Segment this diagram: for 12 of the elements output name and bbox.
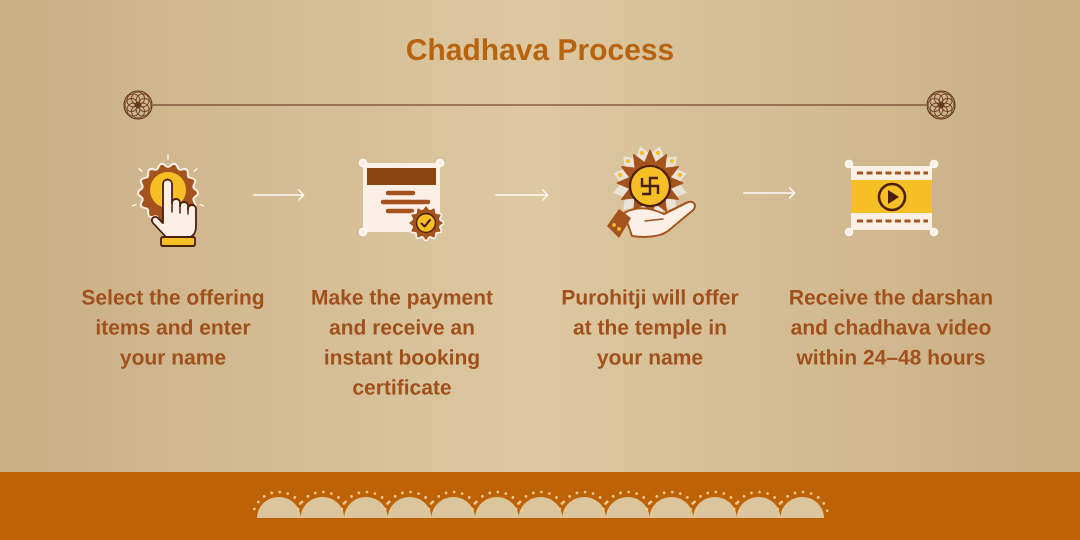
step-caption: Select the offering items and enter your name bbox=[82, 289, 264, 369]
step-caption: Receive the darshan and chadhava video within 24–48 hours bbox=[790, 289, 992, 365]
arrow bbox=[252, 188, 305, 202]
certificate-icon bbox=[358, 158, 445, 242]
title: Chadhava Process bbox=[407, 38, 673, 61]
arrow bbox=[494, 188, 549, 202]
step-caption: Make the payment and receive an instant booking certificate bbox=[312, 289, 493, 395]
arrow bbox=[742, 186, 796, 200]
video-icon bbox=[844, 159, 939, 237]
step-caption: Purohitji will offer at the temple in your name bbox=[562, 289, 739, 369]
offering-hand-icon bbox=[607, 146, 696, 238]
pointing-hand-icon bbox=[131, 154, 205, 247]
